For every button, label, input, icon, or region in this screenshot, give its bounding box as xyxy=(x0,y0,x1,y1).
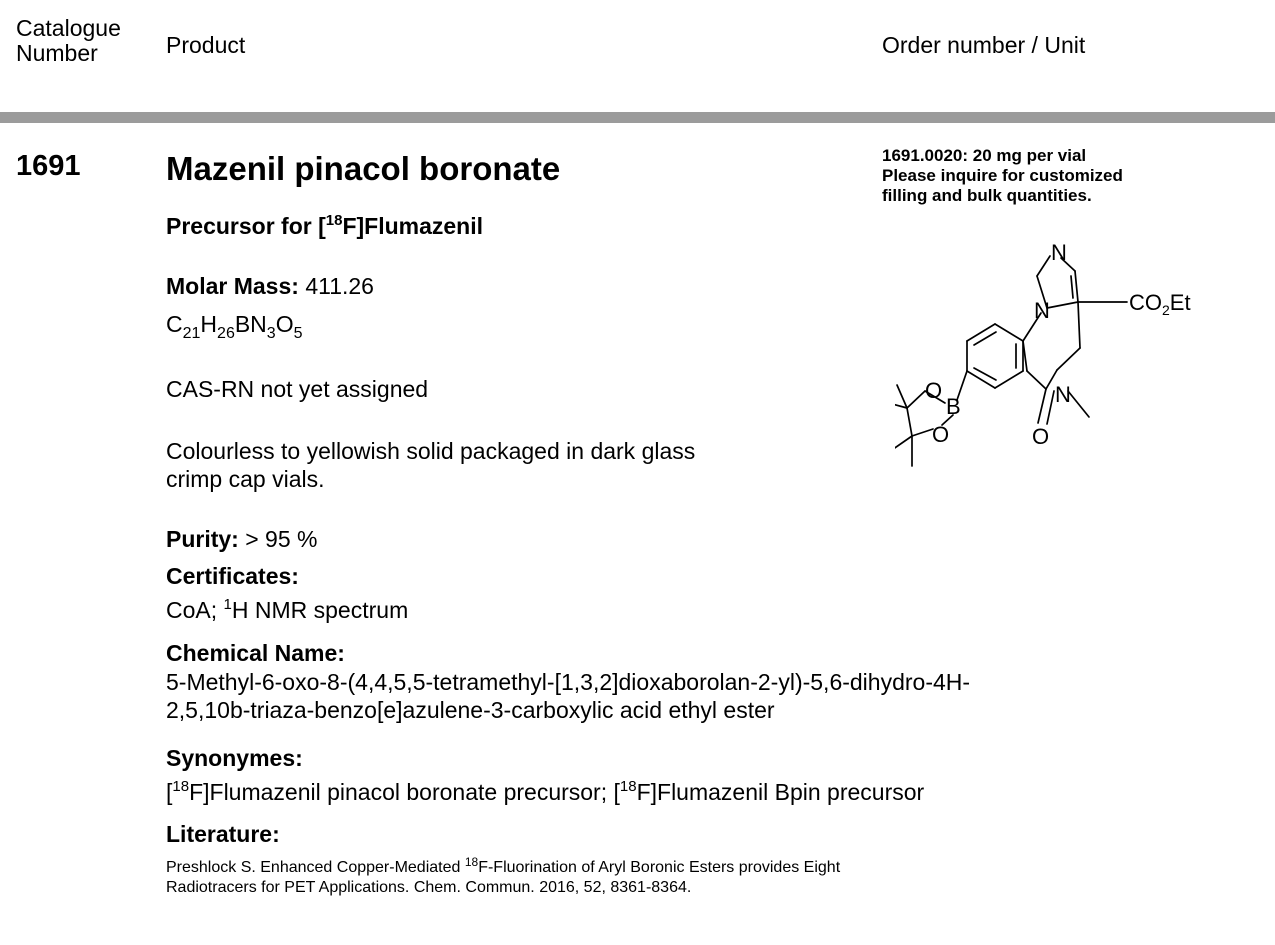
header-product: Product xyxy=(166,32,246,58)
synonymes-label: Synonymes: xyxy=(166,745,303,771)
atom-n-imidazole: N xyxy=(1051,240,1067,265)
certificates-label: Certificates: xyxy=(166,563,299,589)
atom-b: B xyxy=(946,394,961,419)
header-divider xyxy=(0,112,1275,123)
purity: Purity: > 95 % xyxy=(166,526,318,552)
cas-number: CAS-RN not yet assigned xyxy=(166,376,429,402)
order-line-1: 1691.0020: 20 mg per vial xyxy=(882,146,1087,165)
description: Colourless to yellowish solid packaged i… xyxy=(166,438,696,492)
ester-group: CO2Et xyxy=(1129,290,1191,318)
atom-o2: O xyxy=(932,422,949,447)
product-subtitle: Precursor for [18F]Flumazenil xyxy=(166,212,484,239)
atom-o-carbonyl: O xyxy=(1032,424,1049,449)
molecular-formula: C21H26BN3O5 xyxy=(166,311,303,342)
chemical-name-label: Chemical Name: xyxy=(166,640,345,666)
certificates-value: CoA; 1H NMR spectrum xyxy=(166,596,409,623)
catalogue-number: 1691 xyxy=(16,150,81,182)
literature-label: Literature: xyxy=(166,821,280,847)
header-catalogue-line2: Number xyxy=(16,40,98,66)
atom-o1: O xyxy=(925,378,942,403)
header-catalogue-line1: Catalogue xyxy=(16,15,121,41)
order-line-3: filling and bulk quantities. xyxy=(882,186,1092,205)
literature-reference: Preshlock S. Enhanced Copper-Mediated 18… xyxy=(166,855,841,896)
chemical-name: 5-Methyl-6-oxo-8-(4,4,5,5-tetramethyl-[1… xyxy=(166,669,971,723)
synonymes: [18F]Flumazenil pinacol boronate precurs… xyxy=(166,778,925,805)
header-catalogue-number: Catalogue Number xyxy=(16,16,121,66)
molar-mass: Molar Mass: 411.26 xyxy=(166,273,374,299)
atom-n-amide: N xyxy=(1055,382,1071,407)
product-name: Mazenil pinacol boronate xyxy=(166,150,561,187)
order-info: 1691.0020: 20 mg per vial Please inquire… xyxy=(882,146,1123,206)
header-order-unit: Order number / Unit xyxy=(882,32,1086,58)
atom-n-ring: N xyxy=(1034,298,1050,323)
chemical-structure-image: N N N O B O O CO2Et xyxy=(895,240,1191,467)
order-line-2: Please inquire for customized xyxy=(882,166,1123,185)
